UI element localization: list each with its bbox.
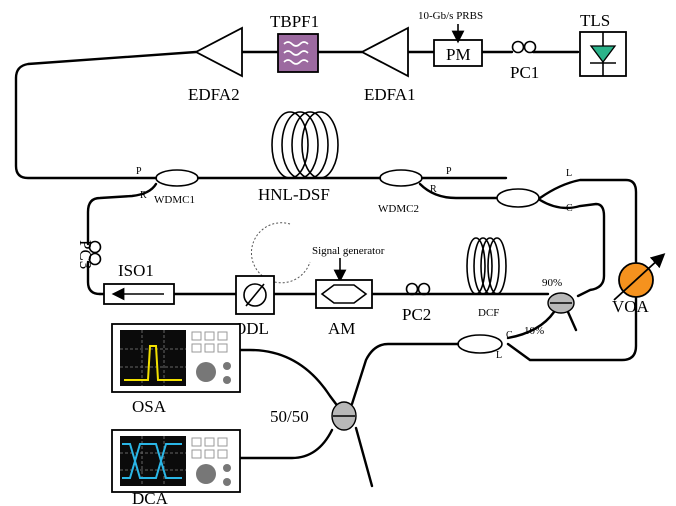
edfa2-amplifier-icon	[194, 26, 243, 78]
pc2-label: PC2	[402, 305, 431, 324]
tunable-filter-icon	[277, 33, 319, 73]
hnl-dsf-coil-icon	[271, 111, 339, 179]
pc3-label: PC3	[76, 240, 95, 269]
pc1-label: PC1	[510, 63, 539, 82]
pm-label: PM	[446, 45, 471, 64]
upper-coupler-port-l: L	[566, 168, 572, 179]
loop-arrow-icon	[250, 222, 311, 284]
lower-coupler-port-c: C	[506, 330, 513, 341]
prbs-label: 10-Gb/s PRBS	[418, 10, 483, 22]
wdmc1-label: WDMC1	[154, 194, 195, 206]
edfa2-label: EDFA2	[188, 85, 240, 104]
variable-attenuator-icon	[613, 253, 666, 301]
osa-label: OSA	[132, 397, 167, 416]
dca-label: DCA	[132, 489, 169, 506]
isolator-arrow-icon	[103, 283, 175, 305]
voa-label: VOA	[612, 297, 650, 316]
pct-10-label: 10%	[524, 325, 544, 337]
split-50-50-label: 50/50	[270, 407, 309, 426]
tbpf1-label: TBPF1	[270, 12, 319, 31]
wdmc2-coupler-icon	[379, 169, 423, 187]
wdmc1-port-r: R	[140, 190, 147, 201]
fiber-paths	[14, 50, 638, 488]
pc2-polarization-controller-icon	[405, 282, 431, 296]
upper-coupler-port-c: C	[566, 203, 573, 214]
lower-coupler-port-l: L	[496, 350, 502, 361]
iso1-label: ISO1	[118, 261, 154, 280]
pc3-polarization-controller-icon	[88, 240, 102, 266]
optical-delay-line-icon	[235, 275, 275, 315]
tls-label: TLS	[580, 11, 610, 30]
tls-box	[579, 31, 627, 77]
hnl-dsf-label: HNL-DSF	[258, 185, 330, 204]
edfa1-label: EDFA1	[364, 85, 416, 104]
spectrum-analyzer-icon	[111, 323, 241, 393]
mach-zehnder-modulator-icon	[315, 279, 373, 309]
dcf-label: DCF	[478, 307, 499, 319]
odl-label: ODL	[234, 319, 269, 338]
wdmc2-port-r: R	[430, 184, 437, 195]
wdmc1-coupler-icon	[155, 169, 199, 187]
upper-coupler-icon	[496, 188, 540, 208]
laser-diode-icon	[589, 45, 617, 64]
signal-generator-label: Signal generator	[312, 245, 385, 257]
am-label: AM	[328, 319, 355, 338]
pct-90-label: 90%	[542, 277, 562, 289]
oscilloscope-icon	[111, 429, 241, 493]
wdmc2-port-p: P	[446, 166, 452, 177]
polarization-controller-icon	[511, 40, 537, 54]
wdmc2-label: WDMC2	[378, 203, 419, 215]
dcf-coil-icon	[466, 237, 507, 295]
edfa1-amplifier-icon	[360, 26, 409, 78]
lower-coupler-icon	[457, 334, 503, 354]
wdmc1-port-p: P	[136, 166, 142, 177]
